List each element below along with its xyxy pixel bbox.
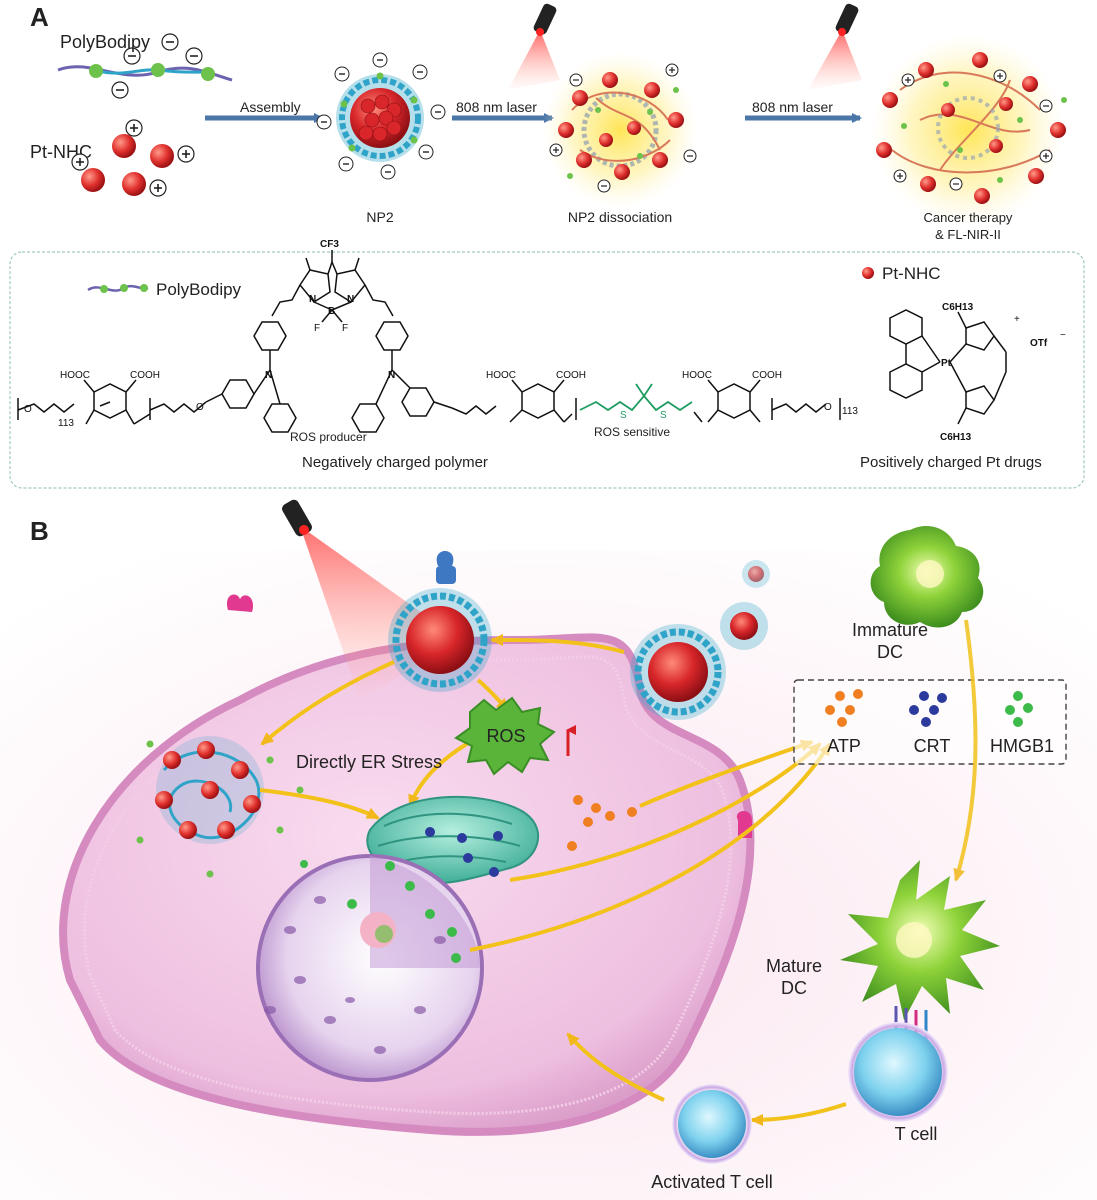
nitrogen-label-2: N [347, 294, 354, 305]
polybodipy-chain-icon [57, 33, 233, 99]
ros-producer-label: ROS producer [290, 430, 367, 444]
cooh-label-1: COOH [130, 370, 160, 381]
plus-charge: + [1014, 314, 1020, 325]
arrow-crt-release [509, 742, 822, 882]
mature-dc-label-2: DC [781, 978, 807, 998]
cf3-label: CF3 [320, 239, 339, 250]
t-cell [848, 1022, 948, 1122]
fluorine-label-2: F [342, 323, 348, 334]
legend-ptnhc-label: Pt-NHC [882, 264, 941, 283]
ros-label: ROS [486, 726, 525, 746]
oxygen-label-2: O [196, 402, 204, 413]
laser-fiber-icon [508, 3, 560, 90]
membrane-receptor-icon [226, 551, 752, 838]
ros-burst-icon [454, 696, 576, 776]
ptnhc-balls-icon [71, 119, 195, 197]
nucleus [256, 854, 484, 1082]
fluorine-label-1: F [314, 323, 320, 334]
crt-label: CRT [914, 736, 951, 756]
np2-label: NP2 [366, 209, 393, 225]
legend-polybodipy-icon [87, 284, 149, 293]
polybodipy-label: PolyBodipy [60, 32, 150, 52]
legend-polybodipy-label: PolyBodipy [156, 280, 242, 299]
hexyl-label-top: C6H13 [942, 302, 974, 313]
atp-icon [825, 689, 863, 727]
er-stress-label: Directly ER Stress [296, 752, 442, 772]
arrow-t-cell-activation [750, 1102, 847, 1126]
activated-t-cell [672, 1084, 752, 1164]
nitrogen-label-1: N [309, 294, 316, 305]
ros-sensitive-label: ROS sensitive [594, 425, 670, 439]
np2-dissociation-label: NP2 dissociation [568, 209, 672, 225]
cooh-label-2: COOH [556, 370, 586, 381]
crt-dots-in-cell [425, 827, 503, 877]
pt-center-label: Pt [941, 358, 952, 369]
positive-drugs-label: Positively charged Pt drugs [860, 454, 1042, 471]
bodipy-structure [205, 250, 453, 433]
arrow-dc-maturation [953, 619, 978, 882]
arrow-ros-to-er [408, 740, 472, 808]
nanoparticle-small [720, 560, 770, 650]
dissociated-cluster [136, 736, 304, 878]
therapy-label-line1: Cancer therapy [924, 210, 1013, 225]
otf-label: OTf [1030, 338, 1048, 349]
peg-repeat-right: 113 [842, 406, 858, 417]
therapy-label-line2: & FL-NIR-II [935, 227, 1001, 242]
activated-t-cell-label: Activated T cell [651, 1172, 772, 1192]
arrow-t-cell-attack [566, 1032, 665, 1102]
ptnhc-structure [889, 309, 1007, 425]
structure-box [9, 251, 1085, 489]
polymer-backbone [17, 379, 841, 425]
crt-icon [909, 691, 947, 727]
arrow-hmgb1-release [469, 742, 832, 952]
peg-repeat-left: 113 [58, 418, 74, 429]
nanoparticle-entering [630, 624, 726, 720]
legend-ptnhc-ball-icon [862, 267, 874, 279]
immature-dc-label-2: DC [877, 642, 903, 662]
laser-fiber-icon-2 [808, 3, 862, 90]
hooc-label-3: HOOC [682, 370, 712, 381]
mature-dc-label-1: Mature [766, 956, 822, 976]
arrow-uptake [490, 634, 625, 654]
assembly-label: Assembly [240, 99, 301, 115]
negative-polymer-label: Negatively charged polymer [302, 454, 488, 471]
arrow-to-cluster [260, 660, 395, 746]
cooh-label-3: COOH [752, 370, 782, 381]
sulfur-label-2: S [660, 410, 667, 421]
hooc-label-2: HOOC [486, 370, 516, 381]
nitrogen-label-4: N [388, 370, 395, 381]
arrow-atp-release [639, 739, 814, 808]
sulfur-label-1: S [620, 410, 627, 421]
np2-dissociation-particle [542, 52, 698, 208]
hmgb1-icon [1005, 691, 1033, 727]
laser-label-2: 808 nm laser [752, 99, 833, 115]
hmgb1-dots-in-cell [300, 860, 461, 963]
arrow-cluster-to-er [259, 788, 380, 820]
laser-label-1: 808 nm laser [456, 99, 537, 115]
t-cell-label: T cell [895, 1124, 938, 1144]
atp-dots-in-cell [567, 795, 637, 851]
oxygen-label-3: O [824, 402, 832, 413]
panel-b-letter: B [30, 516, 49, 546]
ros-sensitive-linker [579, 383, 693, 412]
immature-dc-cell [870, 525, 984, 628]
therapy-burst [872, 34, 1067, 226]
nitrogen-label-3: N [265, 370, 272, 381]
hmgb1-label: HMGB1 [990, 736, 1054, 756]
panel-a-letter: A [30, 2, 49, 32]
hooc-label-1: HOOC [60, 370, 90, 381]
nanoparticle-in-cell [388, 588, 492, 692]
boron-label: B [328, 306, 335, 317]
atp-label: ATP [827, 736, 861, 756]
minus-charge: − [1060, 330, 1066, 341]
np2-nanoparticle [316, 52, 446, 180]
hexyl-label-bottom: C6H13 [940, 432, 972, 443]
immature-dc-label-1: Immature [852, 620, 928, 640]
oxygen-label-1: O [24, 404, 32, 415]
